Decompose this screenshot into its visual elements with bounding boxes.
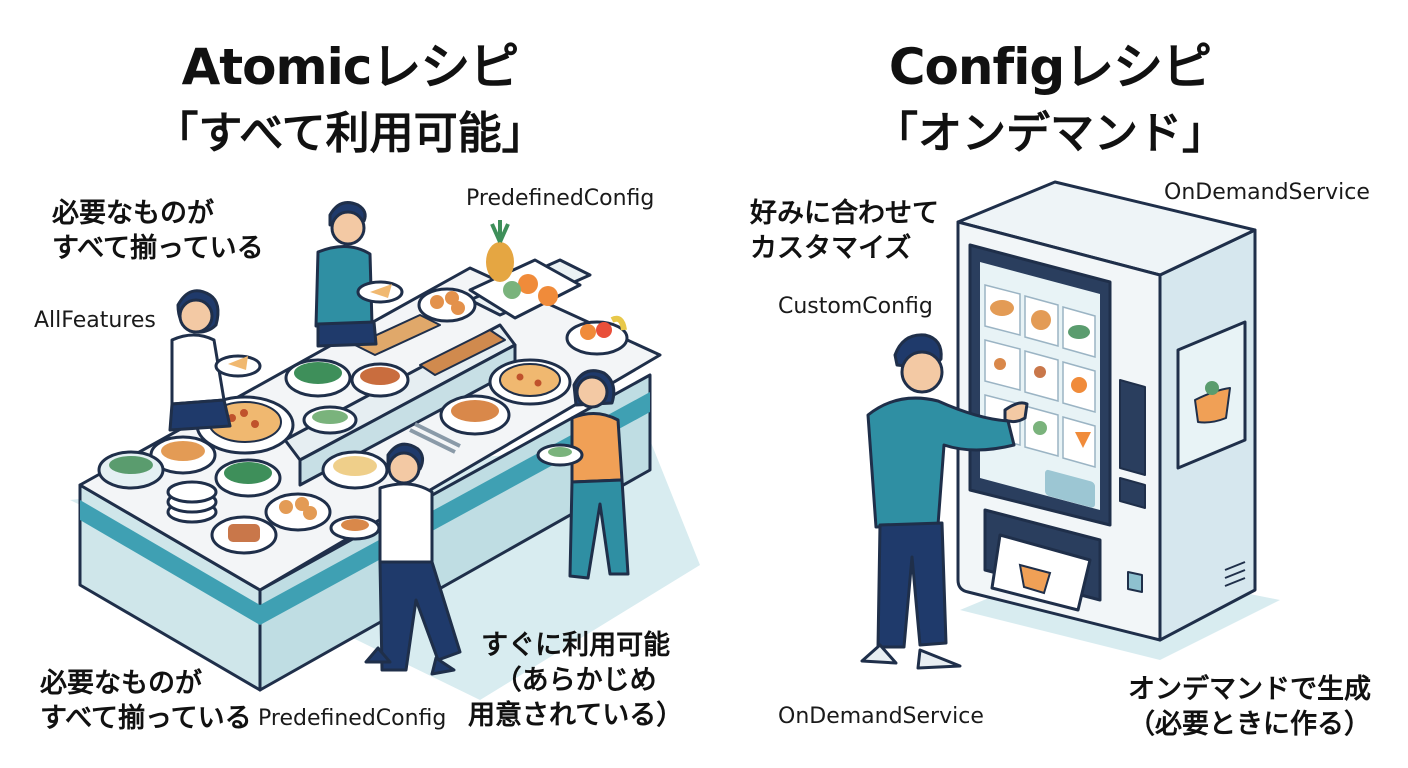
left-top-note: 必要なものが すべて揃っている [52,198,264,265]
right-top-note: 好みに合わせて カスタマイズ [750,198,939,265]
person-woman-right-icon [536,369,630,580]
left-bottom-note: 必要なものが すべて揃っている [40,668,252,735]
label-predefined-config-top: PredefinedConfig [466,186,655,211]
left-title: Atomicレシピ [181,38,520,96]
label-allfeatures: AllFeatures [34,308,156,333]
person-man-icon [314,201,404,348]
person-woman-icon [168,289,262,432]
right-title: Configレシピ [888,38,1212,96]
person-customer-icon [860,333,1029,670]
label-predefined-config-bottom: PredefinedConfig [258,706,447,731]
food-items-icon [97,220,629,555]
right-bottom-note: オンデマンドで生成 （必要ときに作る） [1128,674,1371,741]
label-ondemand-service-top: OnDemandService [1164,180,1370,205]
ready-note: すぐに利用可能 （あらかじめ 用意されている） [468,630,684,732]
left-subtitle: 「すべて利用可能」 [154,108,546,159]
person-front-icon [329,442,462,676]
right-subtitle: 「オンデマンド」 [874,108,1226,159]
label-custom-config: CustomConfig [778,294,933,319]
label-ondemand-service-bottom: OnDemandService [778,704,984,729]
